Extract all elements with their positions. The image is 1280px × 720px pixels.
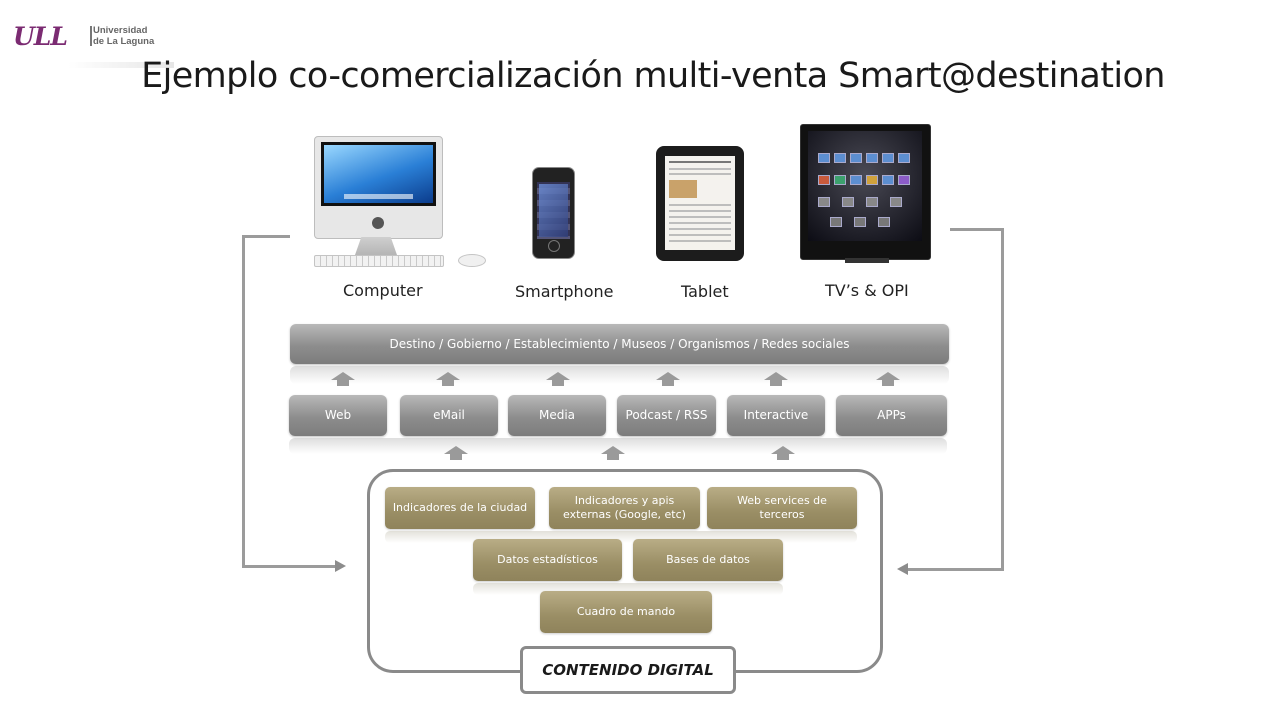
up-arrow-icon [546, 372, 570, 388]
television-icon [800, 124, 931, 260]
device-label-smartphone: Smartphone [515, 282, 614, 301]
up-arrow-icon [444, 446, 468, 462]
up-arrow-icon [436, 372, 460, 388]
channel-email: eMail [400, 395, 498, 436]
up-arrow-icon [876, 372, 900, 388]
source-external-apis: Indicadores y apis externas (Google, etc… [549, 487, 700, 529]
channel-podcast: Podcast / RSS [617, 395, 716, 436]
source-city-indicators: Indicadores de la ciudad [385, 487, 535, 529]
tablet-icon [656, 146, 744, 261]
desktop-computer-icon [314, 136, 443, 239]
device-label-computer: Computer [343, 281, 423, 300]
slide-title: Ejemplo co-comercialización multi-venta … [141, 56, 1165, 96]
up-arrow-icon [764, 372, 788, 388]
channel-apps: APPs [836, 395, 947, 436]
source-third-party-webservices: Web services de terceros [707, 487, 857, 529]
source-dashboard: Cuadro de mando [540, 591, 712, 633]
up-arrow-icon [771, 446, 795, 462]
channel-web: Web [289, 395, 387, 436]
device-label-tv: TV’s & OPI [825, 281, 909, 300]
up-arrow-icon [331, 372, 355, 388]
logo-separator [90, 26, 92, 46]
up-arrow-icon [601, 446, 625, 462]
university-logo: ULL Universidad de La Laguna [10, 22, 175, 68]
logo-underline [68, 62, 174, 68]
logo-mark: ULL [13, 22, 68, 51]
logo-name-line2: de La Laguna [93, 36, 155, 47]
smartphone-icon [532, 167, 575, 259]
channel-media: Media [508, 395, 606, 436]
up-arrow-icon [656, 372, 680, 388]
device-label-tablet: Tablet [681, 282, 729, 301]
digital-content-label: CONTENIDO DIGITAL [520, 646, 736, 694]
keyboard-icon [314, 255, 444, 267]
source-statistics: Datos estadísticos [473, 539, 622, 581]
channel-interactive: Interactive [727, 395, 825, 436]
mouse-icon [458, 254, 486, 267]
logo-name-line1: Universidad [93, 25, 148, 36]
source-databases: Bases de datos [633, 539, 783, 581]
stakeholders-bar: Destino / Gobierno / Establecimiento / M… [290, 324, 949, 364]
